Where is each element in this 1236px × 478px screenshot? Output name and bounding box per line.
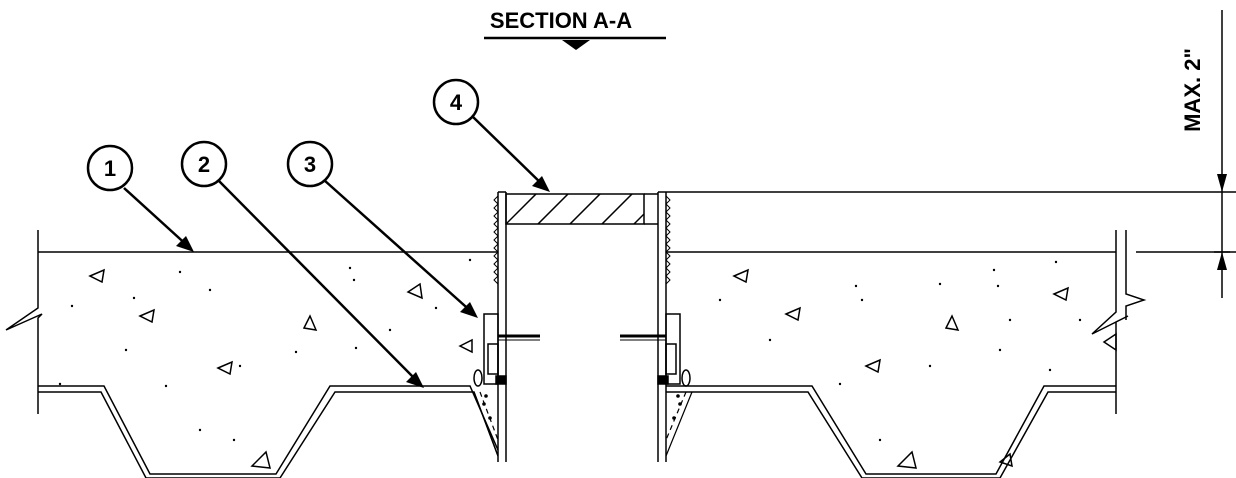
left-break-line [5, 230, 43, 414]
sleeve-cap [505, 193, 658, 225]
concrete-dots [58, 258, 1082, 442]
leader-arrowheads [176, 176, 550, 388]
callout-4: 4 [432, 78, 480, 126]
svg-text:1: 1 [104, 156, 116, 181]
dimension-label: MAX. 2" [1180, 48, 1205, 132]
callout-3: 3 [286, 140, 334, 188]
leader-lines [123, 115, 547, 385]
metal-deck [38, 385, 1116, 478]
clamp-hardware-right [620, 313, 691, 387]
sleeve [493, 191, 671, 462]
right-break-line-far [1125, 230, 1147, 320]
svg-text:3: 3 [304, 152, 316, 177]
firestop-fill [473, 391, 693, 457]
dimension-arrowheads [1217, 174, 1227, 270]
callout-2: 2 [180, 140, 228, 188]
svg-text:2: 2 [198, 152, 210, 177]
svg-text:4: 4 [450, 90, 463, 115]
title-marker [562, 40, 590, 50]
concrete-aggregate [88, 268, 1117, 469]
section-title: SECTION A-A [490, 8, 632, 33]
callout-1: 1 [86, 144, 134, 192]
dimension [666, 10, 1236, 298]
clamp-hardware-left [473, 313, 540, 387]
